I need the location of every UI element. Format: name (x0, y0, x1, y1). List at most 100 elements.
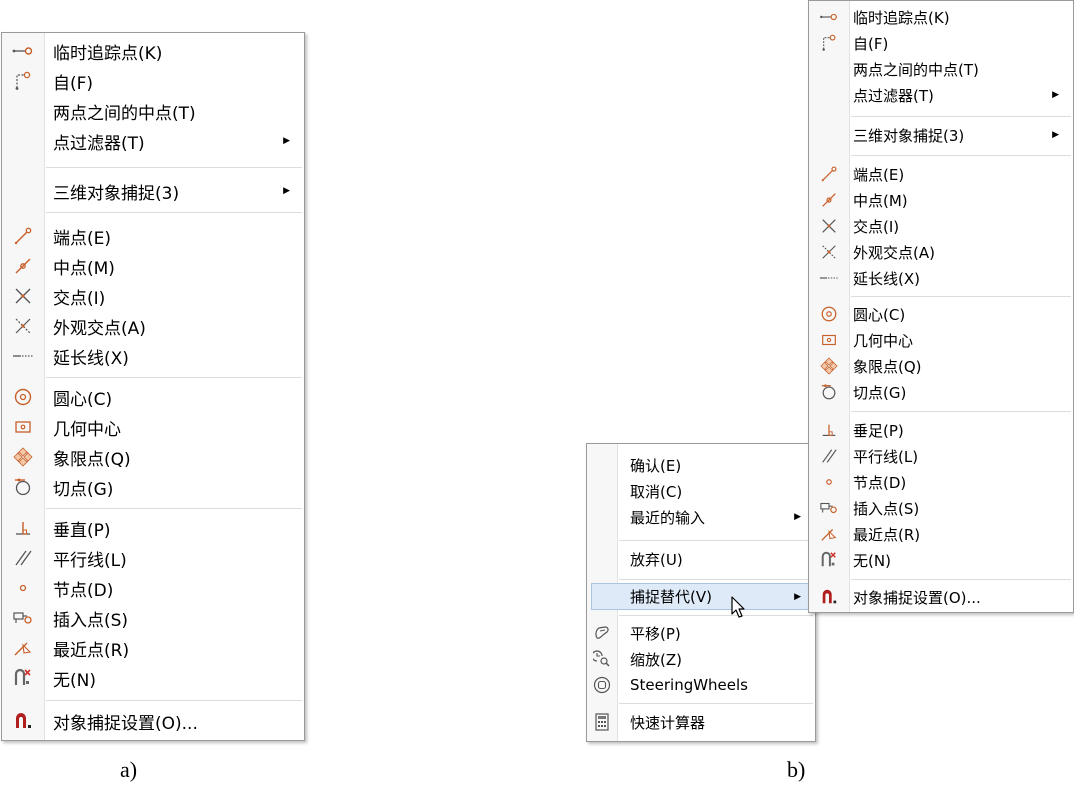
menu-item-center[interactable]: 圆心(C) (809, 301, 1073, 327)
menu-item-label: 临时追踪点(K) (853, 8, 950, 27)
menu-separator (851, 116, 1071, 117)
caption-b: b) (787, 757, 806, 782)
menu-item-label: 平移(P) (630, 624, 681, 643)
menu-item-parallel[interactable]: 平行线(L) (809, 443, 1073, 469)
menu-item-label: 圆心(C) (853, 305, 906, 324)
menu-item-endpoint[interactable]: 端点(E) (809, 161, 1073, 187)
menu-item-center[interactable]: 圆心(C) (2, 382, 304, 412)
extension-icon (2, 341, 44, 371)
menu-item-enter[interactable]: 确认(E) (587, 452, 815, 478)
menu-item-pan[interactable]: 平移(P) (587, 620, 815, 646)
menu-item-label: 中点(M) (53, 258, 115, 279)
menu-item-cancel[interactable]: 取消(C) (587, 478, 815, 504)
menu-separator (46, 377, 302, 378)
menu-item-apparent-intersection[interactable]: 外观交点(A) (2, 311, 304, 341)
menu-item-apparent-intersection[interactable]: 外观交点(A) (809, 239, 1073, 265)
menu-item-label: 象限点(Q) (853, 357, 922, 376)
menu-item-steering-wheels[interactable]: SteeringWheels (587, 672, 815, 698)
menu-item-perpendicular[interactable]: 垂直(P) (2, 513, 304, 543)
menu-item-label: 自(F) (853, 34, 889, 53)
menu-separator (46, 212, 302, 213)
menu-item-label: 临时追踪点(K) (53, 43, 163, 64)
menu-item-midpoint-between-2-points[interactable]: 两点之间的中点(T) (2, 96, 304, 126)
menu-item-quickcalc[interactable]: 快速计算器 (587, 709, 815, 735)
menu-item-intersection[interactable]: 交点(I) (2, 281, 304, 311)
quadrant-icon (809, 353, 849, 379)
menu-item-extension[interactable]: 延长线(X) (2, 341, 304, 371)
menu-item-label: 节点(D) (853, 473, 907, 492)
submenu-arrow-icon: ▶ (794, 591, 801, 602)
menu-separator (851, 296, 1071, 297)
menu-item-none[interactable]: 无(N) (809, 547, 1073, 573)
temporary-track-point-icon (2, 36, 44, 66)
parallel-icon (2, 543, 44, 573)
menu-item-recent-input[interactable]: 最近的输入 ▶ (587, 504, 815, 530)
menu-item-parallel[interactable]: 平行线(L) (2, 543, 304, 573)
menu-item-label: 端点(E) (853, 165, 905, 184)
parallel-icon (809, 443, 849, 469)
menu-item-from[interactable]: 自(F) (2, 66, 304, 96)
menu-item-midpoint[interactable]: 中点(M) (2, 251, 304, 281)
menu-item-temporary-track-point[interactable]: 临时追踪点(K) (809, 4, 1073, 30)
menu-item-midpoint-between-2-points[interactable]: 两点之间的中点(T) (809, 56, 1073, 82)
menu-item-undo[interactable]: 放弃(U) (587, 546, 815, 572)
menu-item-midpoint[interactable]: 中点(M) (809, 187, 1073, 213)
menu-item-3d-osnap[interactable]: 三维对象捕捉(3) ▶ (2, 176, 304, 206)
menu-item-3d-osnap[interactable]: 三维对象捕捉(3) ▶ (809, 122, 1073, 148)
menu-item-insertion[interactable]: 插入点(S) (809, 495, 1073, 521)
menu-item-point-filters[interactable]: 点过滤器(T) ▶ (2, 126, 304, 156)
submenu-arrow-icon: ▶ (794, 512, 801, 522)
menu-item-perpendicular[interactable]: 垂足(P) (809, 417, 1073, 443)
menu-item-tangent[interactable]: 切点(G) (809, 379, 1073, 405)
menu-separator (851, 411, 1071, 412)
menu-item-label: 三维对象捕捉(3) (853, 126, 965, 145)
menu-item-geometric-center[interactable]: 几何中心 (809, 327, 1073, 353)
osnap-settings-icon (809, 584, 849, 610)
menu-item-label: 确认(E) (630, 456, 682, 475)
menu-item-from[interactable]: 自(F) (809, 30, 1073, 56)
menu-item-point-filters[interactable]: 点过滤器(T) ▶ (809, 82, 1073, 108)
menu-item-nearest[interactable]: 最近点(R) (809, 521, 1073, 547)
temporary-track-point-icon (809, 4, 849, 30)
menu-item-tangent[interactable]: 切点(G) (2, 472, 304, 502)
insertion-icon (809, 495, 849, 521)
menu-item-label: 对象捕捉设置(O)... (53, 713, 198, 734)
menu-item-zoom[interactable]: 缩放(Z) (587, 646, 815, 672)
menu-item-extension[interactable]: 延长线(X) (809, 265, 1073, 291)
apparent-intersection-icon (809, 239, 849, 265)
menu-item-label: 平行线(L) (53, 550, 127, 571)
osnap-settings-icon (2, 706, 44, 736)
menu-separator (851, 579, 1071, 580)
menu-item-intersection[interactable]: 交点(I) (809, 213, 1073, 239)
menu-item-geometric-center[interactable]: 几何中心 (2, 412, 304, 442)
menu-item-snap-overrides[interactable]: 捕捉替代(V) ▶ (591, 583, 812, 610)
none-icon (809, 547, 849, 573)
menu-item-label: 最近点(R) (853, 525, 921, 544)
menu-item-temporary-track-point[interactable]: 临时追踪点(K) (2, 36, 304, 66)
perpendicular-icon (2, 513, 44, 543)
menu-item-osnap-settings[interactable]: 对象捕捉设置(O)... (2, 706, 304, 736)
menu-item-label: 缩放(Z) (630, 650, 682, 669)
nearest-icon (809, 521, 849, 547)
menu-item-none[interactable]: 无(N) (2, 663, 304, 693)
menu-item-node[interactable]: 节点(D) (809, 469, 1073, 495)
insertion-icon (2, 603, 44, 633)
none-icon (2, 663, 44, 693)
menu-item-label: 交点(I) (853, 217, 900, 236)
midpoint-icon (2, 251, 44, 281)
endpoint-icon (2, 221, 44, 251)
menu-item-quadrant[interactable]: 象限点(Q) (809, 353, 1073, 379)
menu-item-label: 圆心(C) (53, 389, 113, 410)
menu-item-quadrant[interactable]: 象限点(Q) (2, 442, 304, 472)
menu-item-node[interactable]: 节点(D) (2, 573, 304, 603)
menu-item-label: 插入点(S) (853, 499, 920, 518)
context-menu: 确认(E) 取消(C) 最近的输入 ▶ 放弃(U) 捕捉替代(V) ▶ 平移(P… (586, 443, 816, 742)
menu-item-label: 取消(C) (630, 482, 683, 501)
intersection-icon (809, 213, 849, 239)
menu-item-nearest[interactable]: 最近点(R) (2, 633, 304, 663)
menu-item-insertion[interactable]: 插入点(S) (2, 603, 304, 633)
quadrant-icon (2, 442, 44, 472)
menu-item-endpoint[interactable]: 端点(E) (2, 221, 304, 251)
from-icon (809, 30, 849, 56)
menu-item-osnap-settings[interactable]: 对象捕捉设置(O)... (809, 584, 1073, 610)
